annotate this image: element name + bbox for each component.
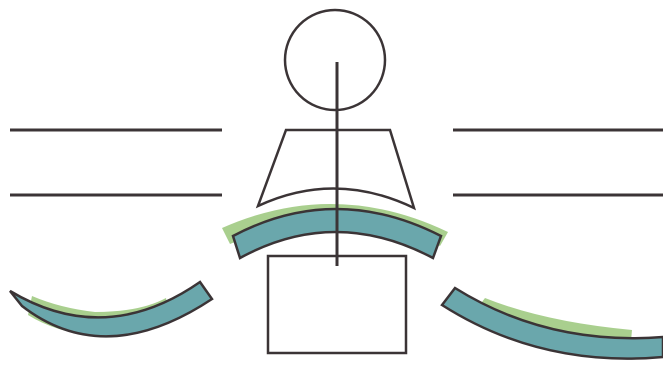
head-circle [285,10,385,110]
right-curved-band [442,288,663,359]
left-band-body [10,282,212,336]
center-curved-band [222,204,448,258]
lower-box [268,256,406,353]
left-curved-band [10,282,212,336]
